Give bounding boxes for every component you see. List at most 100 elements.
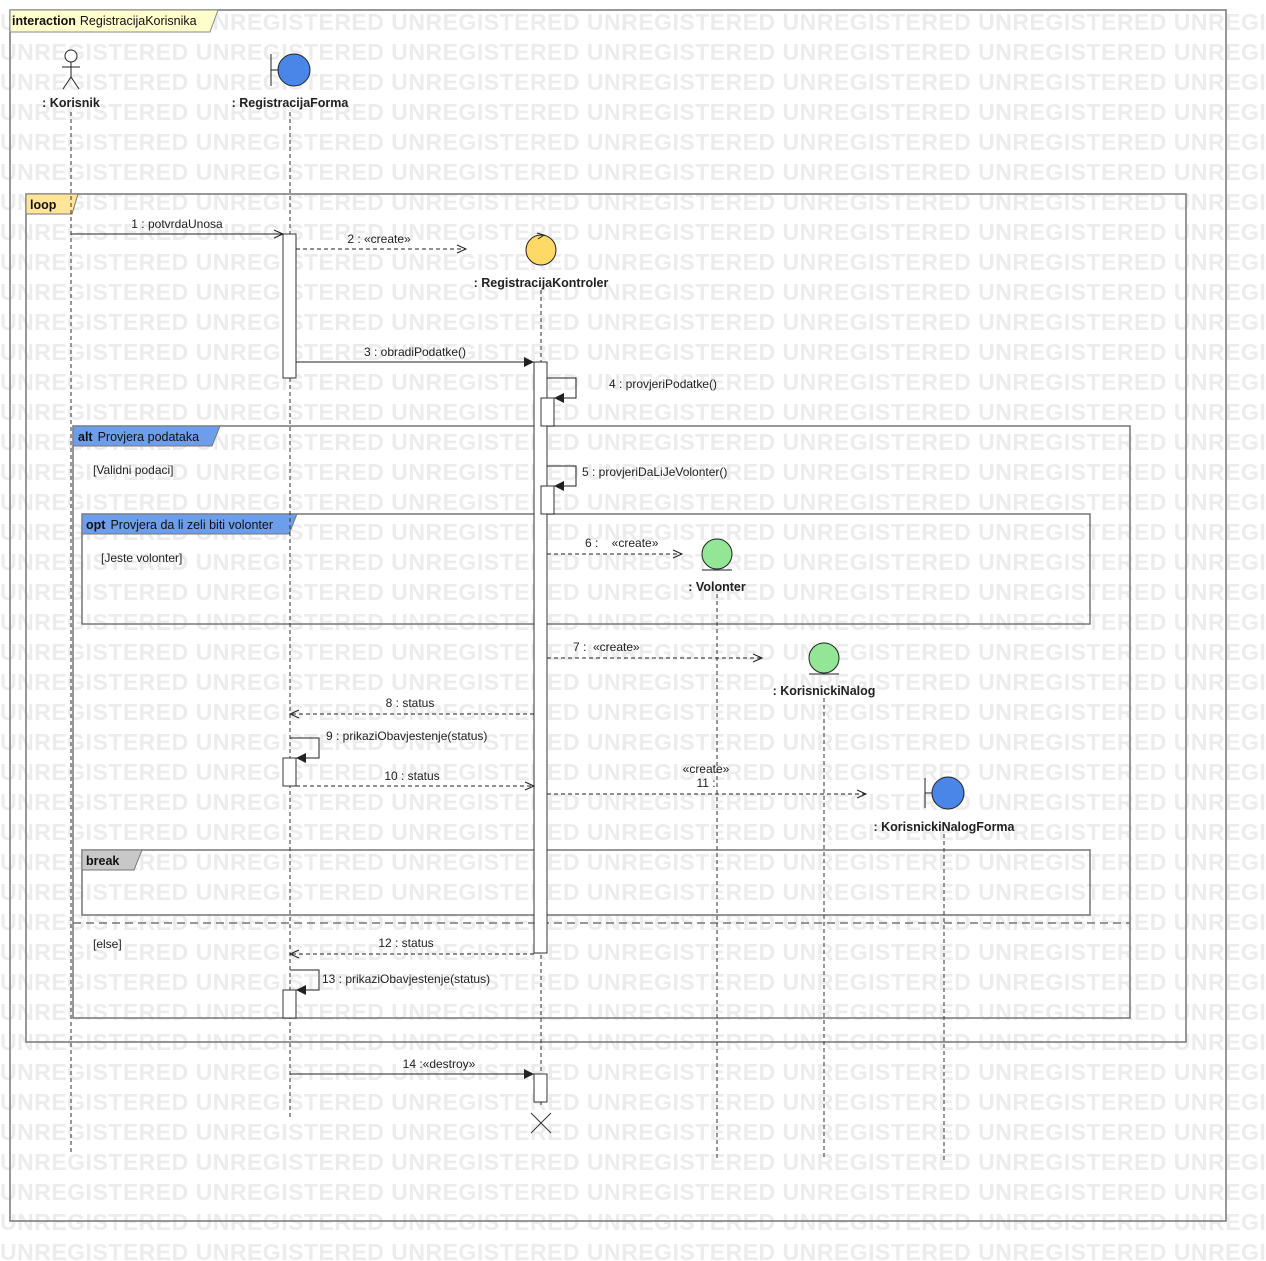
loop-keyword: loop [30,198,57,212]
watermark-row: UNREGISTERED UNREGISTERED UNREGISTERED U… [0,969,1266,995]
watermark-row: UNREGISTERED UNREGISTERED UNREGISTERED U… [0,339,1266,365]
watermark-row: UNREGISTERED UNREGISTERED UNREGISTERED U… [0,789,1266,815]
message-8-label: 8 : status [386,696,435,710]
lifeline-korisnicki-nalog-forma-label: : KorisnickiNalogForma [874,820,1016,834]
opt-guard: [Jeste volonter] [101,551,182,565]
message-4-label: 4 : provjeriPodatke() [609,377,717,391]
message-10-label: 10 : status [384,769,439,783]
destroy-mark-icon [530,1112,552,1134]
watermark-row: UNREGISTERED UNREGISTERED UNREGISTERED U… [0,699,1266,725]
message-9-arrow[interactable] [290,737,320,763]
loop-fragment: loop [25,193,1187,1043]
watermark-row: UNREGISTERED UNREGISTERED UNREGISTERED U… [0,639,1266,665]
entity-icon [808,642,840,675]
activation-kontroler-14 [533,1073,548,1103]
message-11-stereotype: «create» [683,762,730,776]
watermark-row: UNREGISTERED UNREGISTERED UNREGISTERED U… [0,909,1266,935]
lifeline-registracija-kontroler[interactable]: : RegistracijaKontroler [474,232,609,290]
activation-forma-1 [282,233,297,379]
watermark-row: UNREGISTERED UNREGISTERED UNREGISTERED U… [0,1089,1266,1115]
watermark-row: UNREGISTERED UNREGISTERED UNREGISTERED U… [0,1209,1266,1235]
watermark-row: UNREGISTERED UNREGISTERED UNREGISTERED U… [0,1119,1266,1145]
watermark-row: UNREGISTERED UNREGISTERED UNREGISTERED U… [0,189,1266,215]
watermark-row: UNREGISTERED UNREGISTERED UNREGISTERED U… [0,99,1266,125]
lifeline-volonter-label: : Volonter [688,580,746,594]
watermark-row: UNREGISTERED UNREGISTERED UNREGISTERED U… [0,669,1266,695]
watermark-row: UNREGISTERED UNREGISTERED UNREGISTERED U… [0,459,1266,485]
watermark-row: UNREGISTERED UNREGISTERED UNREGISTERED U… [0,309,1266,335]
activation-kontroler-main [533,361,548,954]
lifeline-korisnicki-nalog-label: : KorisnickiNalog [773,684,876,698]
boundary-icon [270,53,311,87]
lifeline-registracija-forma[interactable]: : RegistracijaForma [232,53,350,110]
watermark-row: UNREGISTERED UNREGISTERED UNREGISTERED U… [0,579,1266,605]
message-4-arrow[interactable] [547,377,577,403]
watermark-row: UNREGISTERED UNREGISTERED UNREGISTERED U… [0,399,1266,425]
watermark-row: UNREGISTERED UNREGISTERED UNREGISTERED U… [0,249,1266,275]
message-6-label: 6 : «create» [585,536,659,550]
watermark-row: UNREGISTERED UNREGISTERED UNREGISTERED U… [0,549,1266,575]
opt-keyword: opt [86,518,106,532]
entity-icon [701,538,733,571]
watermark-row: UNREGISTERED UNREGISTERED UNREGISTERED U… [0,849,1266,875]
lifeline-korisnicki-nalog-forma[interactable]: : KorisnickiNalogForma [874,776,1016,834]
watermark-row: UNREGISTERED UNREGISTERED UNREGISTERED U… [0,1149,1266,1175]
message-labels: 1 : potvrdaUnosa 2 : «create» 3 : obradi… [131,217,729,1071]
message-5-label: 5 : provjeriDaLiJeVolonter() [582,465,727,479]
break-keyword: break [86,854,119,868]
message-11-label: 11 : [696,776,715,790]
activation-forma-13 [282,989,297,1019]
lifeline-volonter[interactable]: : Volonter [688,538,746,594]
activation-kontroler-5 [540,485,555,515]
message-12-label: 12 : status [378,936,433,950]
messages [71,229,868,1079]
lifeline-registracija-forma-label: : RegistracijaForma [232,96,350,110]
watermark-row: UNREGISTERED UNREGISTERED UNREGISTERED U… [0,69,1266,95]
watermark-row: UNREGISTERED UNREGISTERED UNREGISTERED U… [0,159,1266,185]
frame-name: RegistracijaKorisnika [80,14,197,28]
alt-name: Provjera podataka [98,430,200,444]
message-13-arrow[interactable] [290,969,320,995]
watermark-row: UNREGISTERED UNREGISTERED UNREGISTERED U… [0,489,1266,515]
boundary-icon [924,776,965,810]
watermark-row: UNREGISTERED UNREGISTERED UNREGISTERED U… [0,729,1266,755]
watermark-row: UNREGISTERED UNREGISTERED UNREGISTERED U… [0,999,1266,1025]
opt-name: Provjera da li zeli biti volonter [110,518,273,532]
watermark-row: UNREGISTERED UNREGISTERED UNREGISTERED U… [0,609,1266,635]
watermark-row: UNREGISTERED UNREGISTERED UNREGISTERED U… [0,129,1266,155]
message-1-label: 1 : potvrdaUnosa [131,217,223,231]
message-13-label: 13 : prikaziObavjestenje(status) [322,972,490,986]
lifeline-korisnik-label: : Korisnik [42,96,100,110]
alt-keyword: alt [78,430,93,444]
watermark-row: UNREGISTERED UNREGISTERED UNREGISTERED U… [0,1059,1266,1085]
control-icon [525,232,557,266]
message-3-label: 3 : obradiPodatke() [364,345,466,359]
alt-guard-else: [else] [93,937,122,951]
watermark-row: UNREGISTERED UNREGISTERED UNREGISTERED U… [0,279,1266,305]
watermark-row: UNREGISTERED UNREGISTERED UNREGISTERED U… [0,819,1266,845]
message-7-label: 7 : «create» [573,640,640,654]
watermark-row: UNREGISTERED UNREGISTERED UNREGISTERED U… [0,1179,1266,1205]
opt-fragment: opt Provjera da li zeli biti volonter [Je… [81,513,1091,625]
watermark-row: UNREGISTERED UNREGISTERED UNREGISTERED U… [0,879,1266,905]
lifeline-korisnicki-nalog[interactable]: : KorisnickiNalog [773,642,876,698]
message-14-label: 14 :«destroy» [403,1057,476,1071]
watermark-row: UNREGISTERED UNREGISTERED UNREGISTERED U… [0,369,1266,395]
watermark-row: UNREGISTERED UNREGISTERED UNREGISTERED U… [0,939,1266,965]
watermark-row: UNREGISTERED UNREGISTERED UNREGISTERED U… [0,1239,1266,1261]
lifeline-registracija-kontroler-label: : RegistracijaKontroler [474,276,609,290]
actor-icon [62,49,80,90]
watermark-layer: UNREGISTERED UNREGISTERED UNREGISTERED U… [0,9,1266,1261]
watermark-row: UNREGISTERED UNREGISTERED UNREGISTERED U… [0,219,1266,245]
break-fragment: break [81,849,1091,916]
message-2-label: 2 : «create» [347,232,411,246]
activation-forma-9 [282,757,297,787]
message-5-arrow[interactable] [547,465,577,491]
lifeline-korisnik[interactable]: : Korisnik [42,49,100,110]
activation-kontroler-4 [540,397,555,427]
